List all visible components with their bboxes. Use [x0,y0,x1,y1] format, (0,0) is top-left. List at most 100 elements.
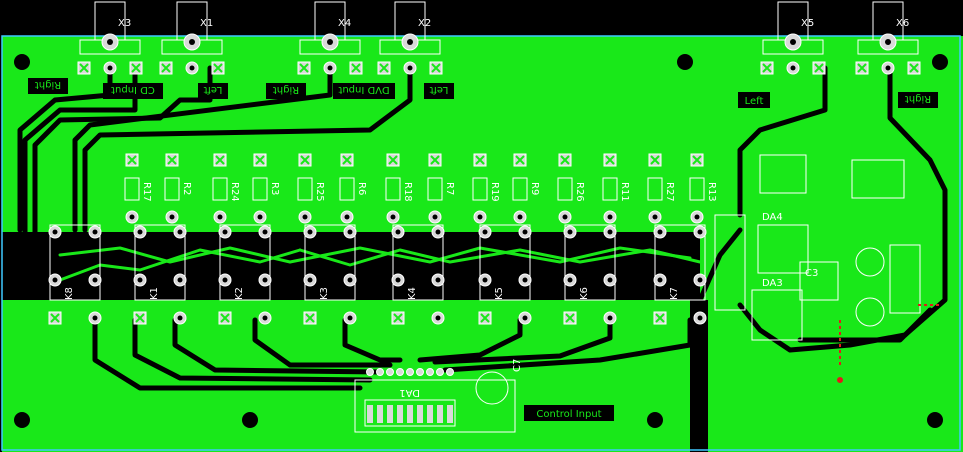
copper-pour-bottom-right [708,300,963,452]
c7-label: C7 [512,359,523,372]
connector-pad [812,61,826,75]
resistor-r7: R7 [427,153,455,224]
cap-c3: C3 [799,261,839,301]
header-pins [366,368,454,423]
relay-pad [48,311,62,325]
resistor-r18: R18 [385,153,413,224]
resistor-pad-bottom [473,210,487,224]
resistor-ref-label: R3 [269,182,280,195]
da4-label: DA4 [762,212,783,223]
relay-pad [693,311,707,325]
resistor-r17: R17 [124,153,152,224]
resistor-r2: R2 [164,153,192,224]
relay-k5: K5 [478,224,532,325]
resistor-pad-top [558,153,572,167]
connector-ref-label: X5 [801,18,814,29]
resistor-pad-bottom [125,210,139,224]
resistor-ref-label: R2 [181,182,192,195]
resistor-pad-bottom [340,210,354,224]
resistor-r25: R25 [297,153,325,224]
resistor-r13: R13 [689,153,717,224]
label-right-2: Right [266,83,306,99]
resistor-ref-label: R17 [141,182,152,202]
connector-pad [855,61,869,75]
relay-pad [88,225,102,239]
board-outline [1,35,961,451]
resistor-pad-bottom [603,210,617,224]
power-test-points [837,304,940,383]
resistor-pad-top [473,153,487,167]
header-via [366,368,374,376]
header-pin [447,405,453,423]
relay-pad [518,311,532,325]
relay-pad [603,311,617,325]
relay-pad [431,225,445,239]
label-right-3: Right [898,92,938,108]
relay-pad [173,311,187,325]
relay-pad [88,311,102,325]
relay-pad [173,273,187,287]
resistor-pad-top [513,153,527,167]
relay-pad [431,311,445,325]
resistor-r11: R11 [602,153,630,224]
resistor-pad-top [125,153,139,167]
connector-ref-label: X2 [418,18,431,29]
header-pin [417,405,423,423]
resistor-r6: R6 [339,153,367,224]
relay-k6: K6 [563,224,617,325]
c3-label: C3 [805,268,818,279]
label-text: Right [905,93,931,104]
connector-x5: X5 [760,1,826,75]
resistor-pad-bottom [513,210,527,224]
relay-pad [218,273,232,287]
relay-pad [88,273,102,287]
header-pin [397,405,403,423]
header-via [426,368,434,376]
relay-pad [653,225,667,239]
relay-pad [563,311,577,325]
resistor-pad-bottom [165,210,179,224]
relay-k1: K1 [133,224,187,325]
relay-pad [563,273,577,287]
header-pin [427,405,433,423]
label-left-1: Left [198,83,228,99]
resistor-pad-top [298,153,312,167]
connector-pad [349,61,363,75]
header-da1: DA1 [354,379,516,433]
relay-pad [431,273,445,287]
label-text: Left [204,84,223,95]
relay-ref-label: K3 [319,287,330,300]
resistor-r26: R26 [557,153,585,224]
resistor-ref-label: R26 [574,182,585,202]
resistor-pad-bottom [386,210,400,224]
da3-label: DA3 [762,278,783,289]
connector-pad [907,61,921,75]
relay-pad [478,311,492,325]
relay-pad [603,273,617,287]
resistor-pad-bottom [213,210,227,224]
header-pin [437,405,443,423]
connector-pad [429,61,443,75]
relay-pad [173,225,187,239]
resistor-ref-label: R27 [664,182,675,202]
connector-pad [881,61,895,75]
relay-row-tracks [58,246,702,282]
connector-x6: X6 [855,1,921,75]
relay-pad [391,311,405,325]
resistor-ref-label: R19 [489,182,500,202]
relay-pad [303,311,317,325]
label-text: CD Input [111,84,155,95]
relay-pad [258,273,272,287]
connector-pad [760,61,774,75]
relay-ref-label: K5 [494,287,505,300]
label-text: Left [745,96,764,107]
connector-pad [185,61,199,75]
connector-ref-label: X3 [118,18,131,29]
resistor-ref-label: R13 [706,182,717,202]
cap-c7: C7 [475,359,523,405]
header-pin [377,405,383,423]
relay-ref-label: K6 [579,287,590,300]
connector-pad [297,61,311,75]
relay-ref-label: K8 [64,287,75,300]
